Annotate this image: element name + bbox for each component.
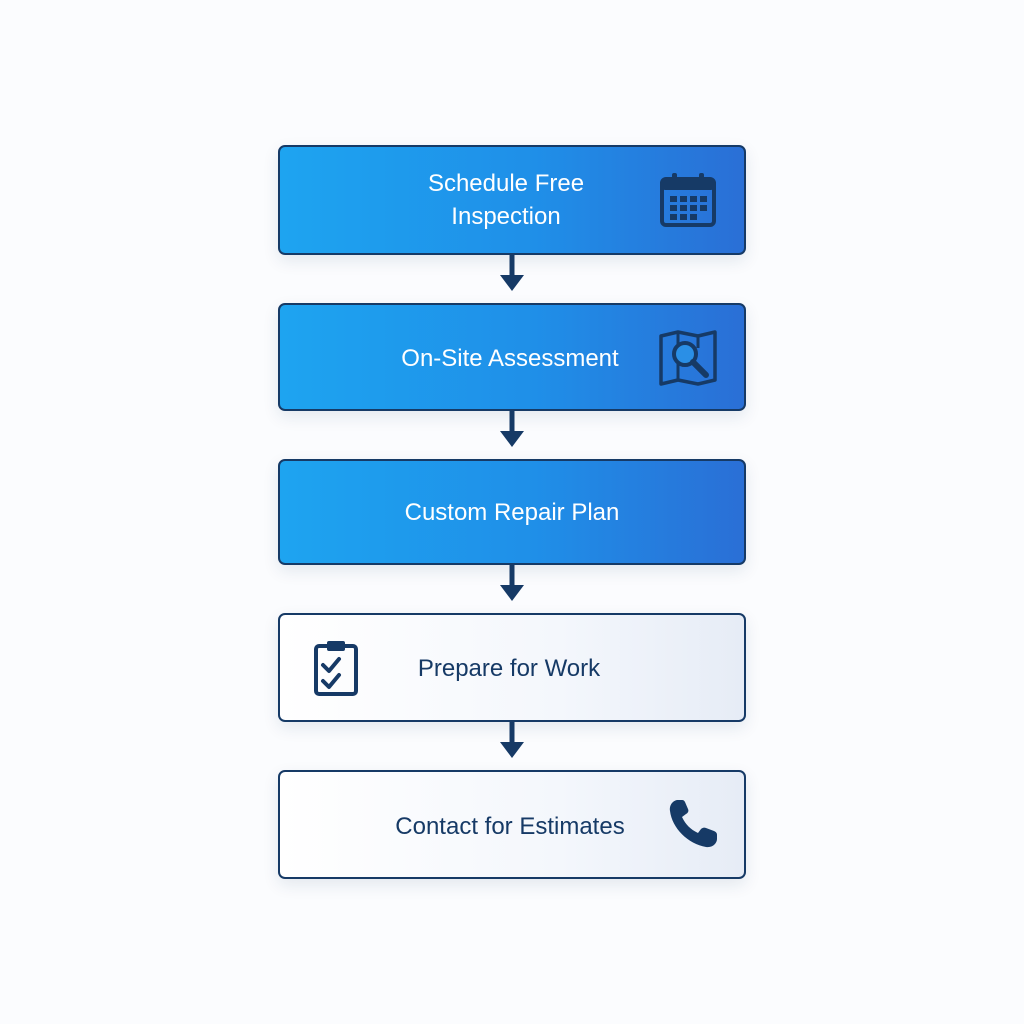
step-label: Custom Repair Plan (404, 499, 620, 526)
flow-arrow (500, 411, 524, 447)
phone-icon (669, 800, 717, 848)
step-label: On-Site Assessment (401, 345, 619, 372)
flow-arrow (500, 565, 524, 601)
step-label: Schedule Free Inspection (427, 170, 585, 230)
map-search-icon (659, 330, 717, 386)
calendar-icon (660, 173, 716, 227)
step-label: Prepare for Work (417, 655, 601, 682)
step-on-site-assessment: On-Site Assessment (278, 303, 746, 411)
step-contact-for-estimates: Contact for Estimates (278, 770, 746, 879)
step-schedule-free-inspection: Schedule Free Inspection (278, 145, 746, 255)
flow-arrow (500, 255, 524, 291)
step-custom-repair-plan: Custom Repair Plan (278, 459, 746, 565)
step-label: Contact for Estimates (395, 813, 625, 840)
flow-arrow (500, 722, 524, 758)
step-prepare-for-work: Prepare for Work (278, 613, 746, 722)
clipboard-check-icon (314, 641, 358, 696)
